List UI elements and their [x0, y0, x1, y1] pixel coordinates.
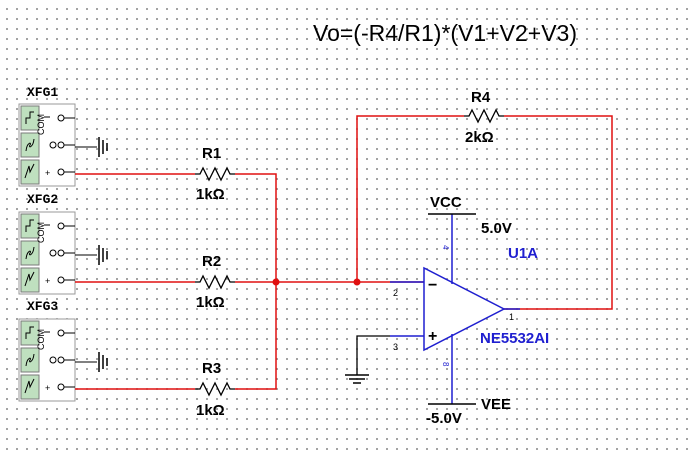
opamp-u1a[interactable]: − + 2 3 1 4 8: [390, 214, 520, 404]
pin-vee: 8: [441, 362, 450, 367]
ground-icon: [98, 352, 108, 372]
generator-label: XFG1: [27, 85, 58, 100]
junction-dot: [353, 278, 361, 286]
pin-noninv: 3: [393, 342, 398, 352]
vee-label: VEE: [481, 396, 511, 413]
pin-vcc: 4: [441, 245, 450, 250]
ground-icon: [98, 137, 108, 157]
ground-icon: [98, 245, 108, 265]
resistor-value: 1kΩ: [196, 186, 225, 203]
resistor-r1[interactable]: [195, 166, 235, 182]
resistor-r4[interactable]: [464, 108, 504, 124]
function-generator-xfg1[interactable]: XFG1: [18, 85, 108, 187]
generator-label: XFG3: [27, 299, 58, 314]
vcc-label: VCC: [430, 194, 462, 211]
pin-inv: 2: [393, 288, 398, 298]
opamp-ref: U1A: [508, 245, 538, 262]
noninverting-sign: +: [428, 328, 437, 345]
resistor-ref: R1: [202, 145, 221, 162]
junction-dot: [272, 278, 280, 286]
resistor-value: 1kΩ: [196, 402, 225, 419]
resistor-r3[interactable]: [195, 381, 235, 397]
function-generator-xfg2[interactable]: XFG2: [18, 192, 108, 295]
function-generator-xfg3[interactable]: XFG3: [18, 299, 108, 402]
vcc-value: 5.0V: [481, 220, 512, 237]
resistor-value: 1kΩ: [196, 294, 225, 311]
resistor-ref: R2: [202, 253, 221, 270]
resistor-r2[interactable]: [195, 274, 235, 290]
resistor-ref: R3: [202, 360, 221, 377]
ground-icon: [345, 374, 369, 384]
opamp-part: NE5532AI: [480, 330, 549, 347]
vee-value: -5.0V: [426, 410, 462, 427]
resistor-value: 2kΩ: [465, 129, 494, 146]
generator-label: XFG2: [27, 192, 58, 207]
inverting-sign: −: [428, 277, 437, 294]
pin-out: 1: [509, 312, 514, 322]
resistor-ref: R4: [471, 89, 491, 106]
formula-text: Vo=(-R4/R1)*(V1+V2+V3): [313, 20, 577, 46]
